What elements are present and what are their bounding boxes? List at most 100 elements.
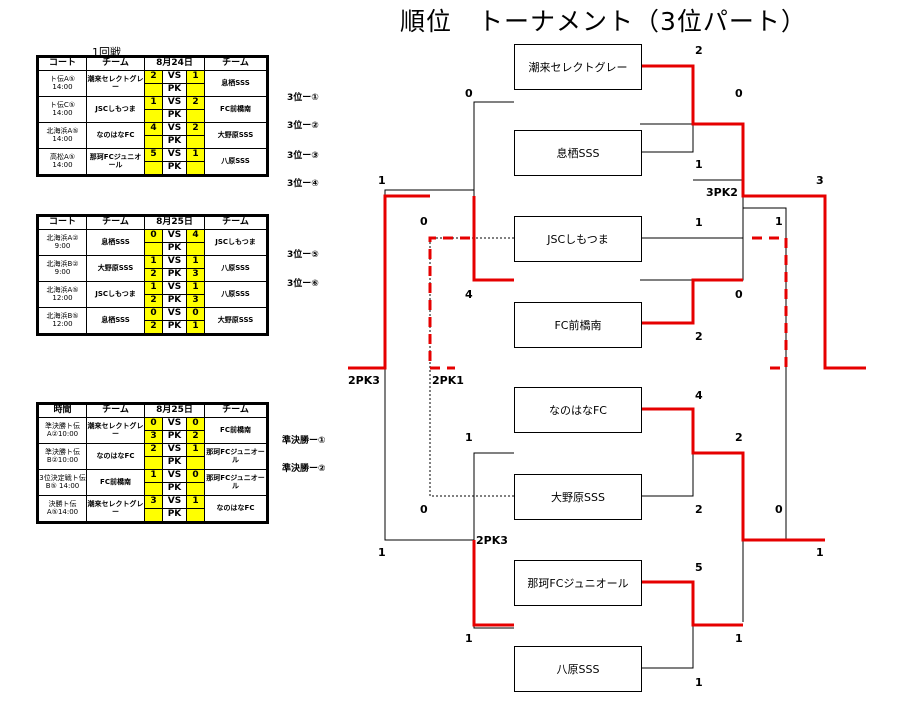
winner-path xyxy=(348,194,430,370)
pk-left-cell xyxy=(144,135,163,149)
pk-label: PK xyxy=(162,320,187,334)
bracket-line xyxy=(640,408,694,497)
bracket-pk-score: 3PK2 xyxy=(706,186,738,199)
bracket-team-box: FC前橋南 xyxy=(514,302,642,348)
team-left-cell: 息栖SSS xyxy=(86,307,145,334)
pk-right-cell xyxy=(185,135,206,149)
table-row: PK xyxy=(39,456,267,470)
bracket-team-box: JSCしもつま xyxy=(514,216,642,262)
score-right-cell: 1 xyxy=(185,255,206,269)
bracket-score: 0 xyxy=(775,503,783,516)
bracket-team-box: 大野原SSS xyxy=(514,474,642,520)
bracket-score: 3 xyxy=(816,174,824,187)
pk-left-cell xyxy=(144,161,163,175)
court-time-cell: 決勝ト伝A⑤14:00 xyxy=(38,495,87,522)
ref-label: 準決勝ー② xyxy=(282,464,326,474)
pk-left-cell: 2 xyxy=(144,320,163,334)
bracket-score: 0 xyxy=(735,87,743,100)
table-row: PK xyxy=(39,508,267,522)
bracket-line-dotted xyxy=(429,237,514,497)
pk-label: PK xyxy=(162,161,187,175)
col-header-court: コート xyxy=(38,57,87,71)
page-title: 順位 トーナメント（3位パート） xyxy=(400,7,807,36)
team-right-cell: JSCしもつま xyxy=(204,229,268,256)
table-row: PK xyxy=(39,482,267,496)
bracket-team-box: 那珂FCジュニオール xyxy=(514,560,642,606)
score-left-cell: 2 xyxy=(144,443,163,457)
team-left-cell: 潮来セレクトグレー xyxy=(86,495,145,522)
col-header-date: 8月24日 xyxy=(143,57,206,71)
winner-path-dashed xyxy=(428,236,470,370)
bracket-score: 1 xyxy=(695,676,703,689)
col-header-team: チーム xyxy=(204,57,268,71)
team-left-cell: なのはなFC xyxy=(86,122,145,149)
pk-right-cell: 3 xyxy=(185,268,206,282)
score-right-cell: 0 xyxy=(185,307,206,321)
bracket-score: 0 xyxy=(420,215,428,228)
winner-path xyxy=(640,64,866,370)
ref-label: 3位ー⑥ xyxy=(287,279,319,289)
col-header-date: 8月25日 xyxy=(143,404,206,418)
winner-path xyxy=(640,407,825,542)
score-left-cell: 4 xyxy=(144,122,163,136)
bracket-pk-score: 2PK1 xyxy=(432,374,464,387)
bracket-score: 4 xyxy=(695,389,703,402)
bracket-team-box: なのはなFC xyxy=(514,387,642,433)
score-right-cell: 0 xyxy=(185,417,206,431)
pk-left-cell xyxy=(144,242,163,256)
team-right-cell: 八原SSS xyxy=(204,148,268,175)
score-right-cell: 0 xyxy=(185,469,206,483)
ref-label: 3位ー④ xyxy=(287,179,319,189)
table-row: PK xyxy=(39,83,267,97)
ref-label: 3位ー② xyxy=(287,121,319,131)
bracket-score: 1 xyxy=(735,632,743,645)
pk-left-cell xyxy=(144,508,163,522)
pk-right-cell: 1 xyxy=(185,320,206,334)
court-time-cell: 高松A⑤ 14:00 xyxy=(38,148,87,175)
bracket-team-box: 八原SSS xyxy=(514,646,642,692)
bracket-score: 1 xyxy=(816,546,824,559)
table-row: PK xyxy=(39,161,267,175)
bracket-score: 5 xyxy=(695,561,703,574)
team-left-cell: 大野原SSS xyxy=(86,255,145,282)
score-right-cell: 1 xyxy=(185,148,206,162)
team-right-cell: FC前橋南 xyxy=(204,96,268,123)
pk-right-cell xyxy=(185,482,206,496)
team-left-cell: 息栖SSS xyxy=(86,229,145,256)
score-right-cell: 1 xyxy=(185,70,206,84)
ref-label: 3位ー③ xyxy=(287,151,319,161)
pk-right-cell xyxy=(185,161,206,175)
ref-label: 3位ー① xyxy=(287,93,319,103)
bracket-line xyxy=(640,581,694,669)
bracket-score: 2 xyxy=(695,330,703,343)
table-row: PK xyxy=(39,135,267,149)
col-header-team: チーム xyxy=(86,216,145,230)
bracket-score: 1 xyxy=(378,174,386,187)
score-left-cell: 1 xyxy=(144,255,163,269)
team-right-cell: なのはなFC xyxy=(204,495,268,522)
bracket-team-box: 潮来セレクトグレー xyxy=(514,44,642,90)
score-left-cell: 1 xyxy=(144,281,163,295)
bracket-line xyxy=(473,101,514,281)
col-header-team: チーム xyxy=(204,404,268,418)
court-time-cell: 3位決定戦ト伝B⑤ 14:00 xyxy=(38,469,87,496)
pk-label: PK xyxy=(162,508,187,522)
winner-path xyxy=(472,196,514,282)
pk-right-cell xyxy=(185,508,206,522)
pk-left-cell: 3 xyxy=(144,430,163,444)
col-header-team: チーム xyxy=(204,216,268,230)
winner-path-dashed xyxy=(752,236,788,370)
pk-left-cell xyxy=(144,83,163,97)
bracket-score: 1 xyxy=(695,216,703,229)
col-header-court: コート xyxy=(38,216,87,230)
bracket-score: 1 xyxy=(378,546,386,559)
bracket-score: 1 xyxy=(775,215,783,228)
